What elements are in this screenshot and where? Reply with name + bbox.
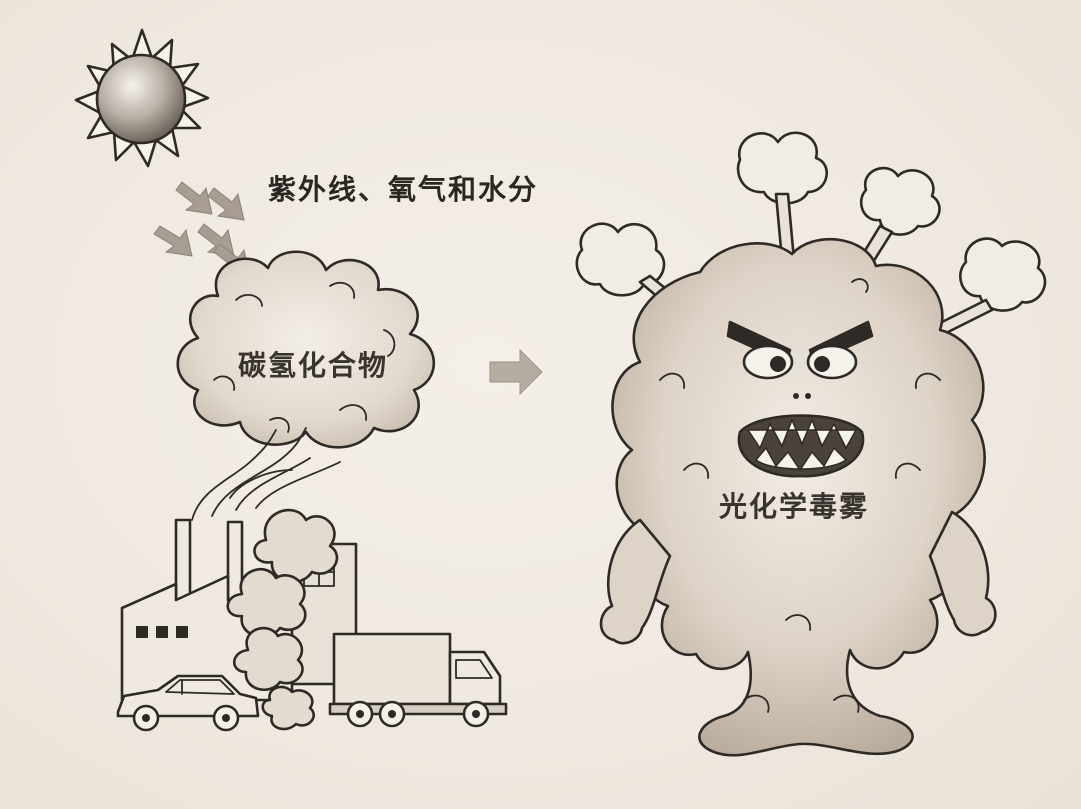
smog-monster-icon (575, 131, 1047, 757)
arrow-right-icon (489, 348, 543, 396)
hydrocarbon-cloud-icon (176, 250, 436, 449)
car-icon (116, 674, 316, 732)
photochemical-smog-label: 光化学毒雾 (719, 490, 870, 523)
sun-icon (74, 28, 210, 168)
hydrocarbons-label: 碳氢化合物 (238, 349, 389, 382)
smoke-trails (191, 427, 341, 521)
factory-icon (120, 508, 358, 702)
truck-icon (328, 632, 508, 728)
sunlight-factors-label: 紫外线、氧气和水分 (268, 173, 539, 206)
